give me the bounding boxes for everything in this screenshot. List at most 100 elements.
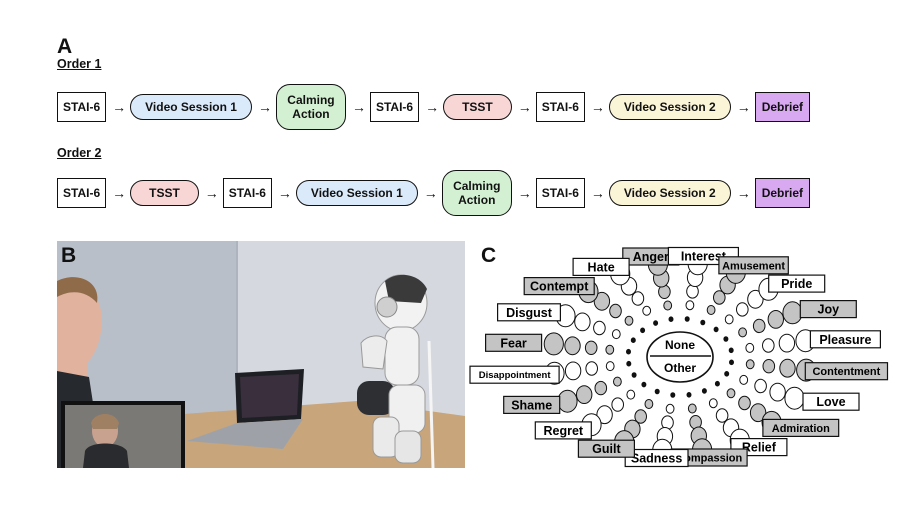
intensity-circle	[724, 314, 734, 325]
flow-arrow-icon: →	[351, 99, 366, 115]
intensity-circle	[749, 403, 767, 423]
robot	[357, 274, 435, 468]
emotion-label: Shame	[503, 395, 561, 414]
intensity-circle	[767, 310, 784, 329]
emotion-label: Sadness	[624, 448, 689, 468]
intensity-circle	[585, 361, 599, 376]
intensity-circle	[640, 327, 646, 334]
intensity-circle	[724, 371, 730, 377]
emotion-label: Regret	[534, 421, 592, 440]
emotion-label: Contentment	[804, 362, 889, 381]
flow-arrow-icon: →	[590, 185, 605, 201]
emotion-label-text: Interest	[681, 250, 727, 264]
emotion-label: Anger	[622, 247, 680, 266]
intensity-circle	[626, 348, 631, 355]
emotion-label: Disappointment	[469, 365, 560, 384]
flow-step-debrief: Debrief	[754, 92, 811, 122]
intensity-circle	[653, 320, 659, 326]
emotion-spoke	[543, 332, 631, 356]
emotion-label: Amusement	[718, 256, 789, 275]
intensity-circle	[613, 376, 622, 387]
intensity-circle	[739, 374, 749, 385]
order-1-title: Order 1	[57, 57, 102, 71]
emotion-label-text: Amusement	[722, 260, 785, 272]
intensity-circle	[605, 344, 615, 355]
emotion-label-text: Contempt	[530, 280, 589, 294]
intensity-circle	[779, 358, 796, 378]
flow-step-tsst: TSST	[130, 180, 199, 206]
emotion-spoke	[557, 372, 637, 413]
intensity-circle	[642, 305, 652, 316]
intensity-circle	[745, 342, 755, 353]
emotion-label-text: Love	[816, 395, 845, 409]
emotion-label-text: Anger	[633, 250, 669, 264]
emotion-label-text: Pleasure	[819, 333, 871, 347]
intensity-circle	[665, 403, 675, 414]
intensity-circle	[713, 290, 726, 305]
intensity-circle	[723, 336, 729, 342]
flow-step-stai-6: STAI-6	[535, 178, 585, 208]
intensity-circle	[668, 316, 674, 323]
intensity-circle	[584, 340, 598, 355]
intensity-circle	[557, 389, 578, 413]
emotion-label: Guilt	[577, 439, 636, 458]
intensity-circle	[630, 337, 636, 344]
person	[57, 281, 102, 389]
wheel-center: None Other	[646, 331, 714, 383]
emotion-label-text: Shame	[511, 398, 552, 412]
emotion-label-text: Guilt	[592, 442, 621, 456]
intensity-circle	[611, 329, 621, 340]
intensity-circle	[564, 361, 582, 381]
intensity-circle	[769, 382, 786, 402]
flow-step-stai-6: STAI-6	[535, 92, 585, 122]
emotion-label-text: Disgust	[506, 306, 553, 320]
intensity-circle	[687, 403, 697, 414]
intensity-circle	[728, 347, 734, 354]
panel-label-a: A	[57, 35, 73, 58]
laptop-base	[187, 419, 303, 449]
intensity-circle	[700, 319, 706, 326]
flow-arrow-icon: →	[517, 185, 532, 201]
intensity-circle	[644, 399, 654, 409]
flow-step-video-session-2: Video Session 2	[608, 180, 731, 206]
order-1-flow: STAI-6→Video Session 1→Calming Action→ST…	[57, 84, 811, 130]
intensity-circle	[631, 291, 645, 306]
emotion-label: Love	[802, 392, 860, 411]
emotion-label-text: Sadness	[631, 452, 682, 466]
flow-step-video-session-1: Video Session 1	[295, 180, 418, 206]
intensity-circle	[564, 336, 581, 356]
intensity-circle	[754, 378, 767, 394]
flow-arrow-icon: →	[590, 99, 605, 115]
emotion-label-text: Hate	[588, 260, 615, 274]
intensity-circle	[782, 301, 803, 325]
intensity-circle	[654, 388, 660, 395]
intensity-circle	[713, 326, 719, 333]
intensity-circle	[684, 316, 690, 322]
intensity-circle	[685, 300, 695, 311]
order-2-title: Order 2	[57, 146, 102, 160]
emotion-label-text: Regret	[544, 424, 584, 438]
emotion-label: Admiration	[762, 418, 840, 437]
emotion-label: Hate	[572, 257, 630, 276]
flow-arrow-icon: →	[517, 99, 532, 115]
intensity-circle	[762, 359, 776, 374]
emotion-label: Fear	[485, 333, 543, 352]
intensity-circle	[574, 312, 591, 332]
intensity-circle	[605, 361, 615, 372]
intensity-circle	[745, 359, 755, 370]
intensity-circle	[747, 289, 764, 309]
experiment-photo	[57, 241, 465, 468]
flow-arrow-icon: →	[257, 99, 272, 115]
flow-step-stai-6: STAI-6	[57, 178, 107, 208]
flow-arrow-icon: →	[736, 185, 751, 201]
emotion-label-text: Fear	[500, 336, 527, 350]
flow-step-stai-6: STAI-6	[222, 178, 272, 208]
emotion-label-text: Joy	[818, 303, 840, 317]
emotion-label-text: Relief	[742, 441, 777, 455]
emotion-label-text: Pride	[781, 277, 812, 291]
intensity-circle	[784, 386, 805, 410]
order-2-flow: STAI-6→TSST→STAI-6→Video Session 1→Calmi…	[57, 170, 811, 216]
intensity-circle	[593, 320, 606, 336]
flow-step-stai-6: STAI-6	[57, 92, 107, 122]
